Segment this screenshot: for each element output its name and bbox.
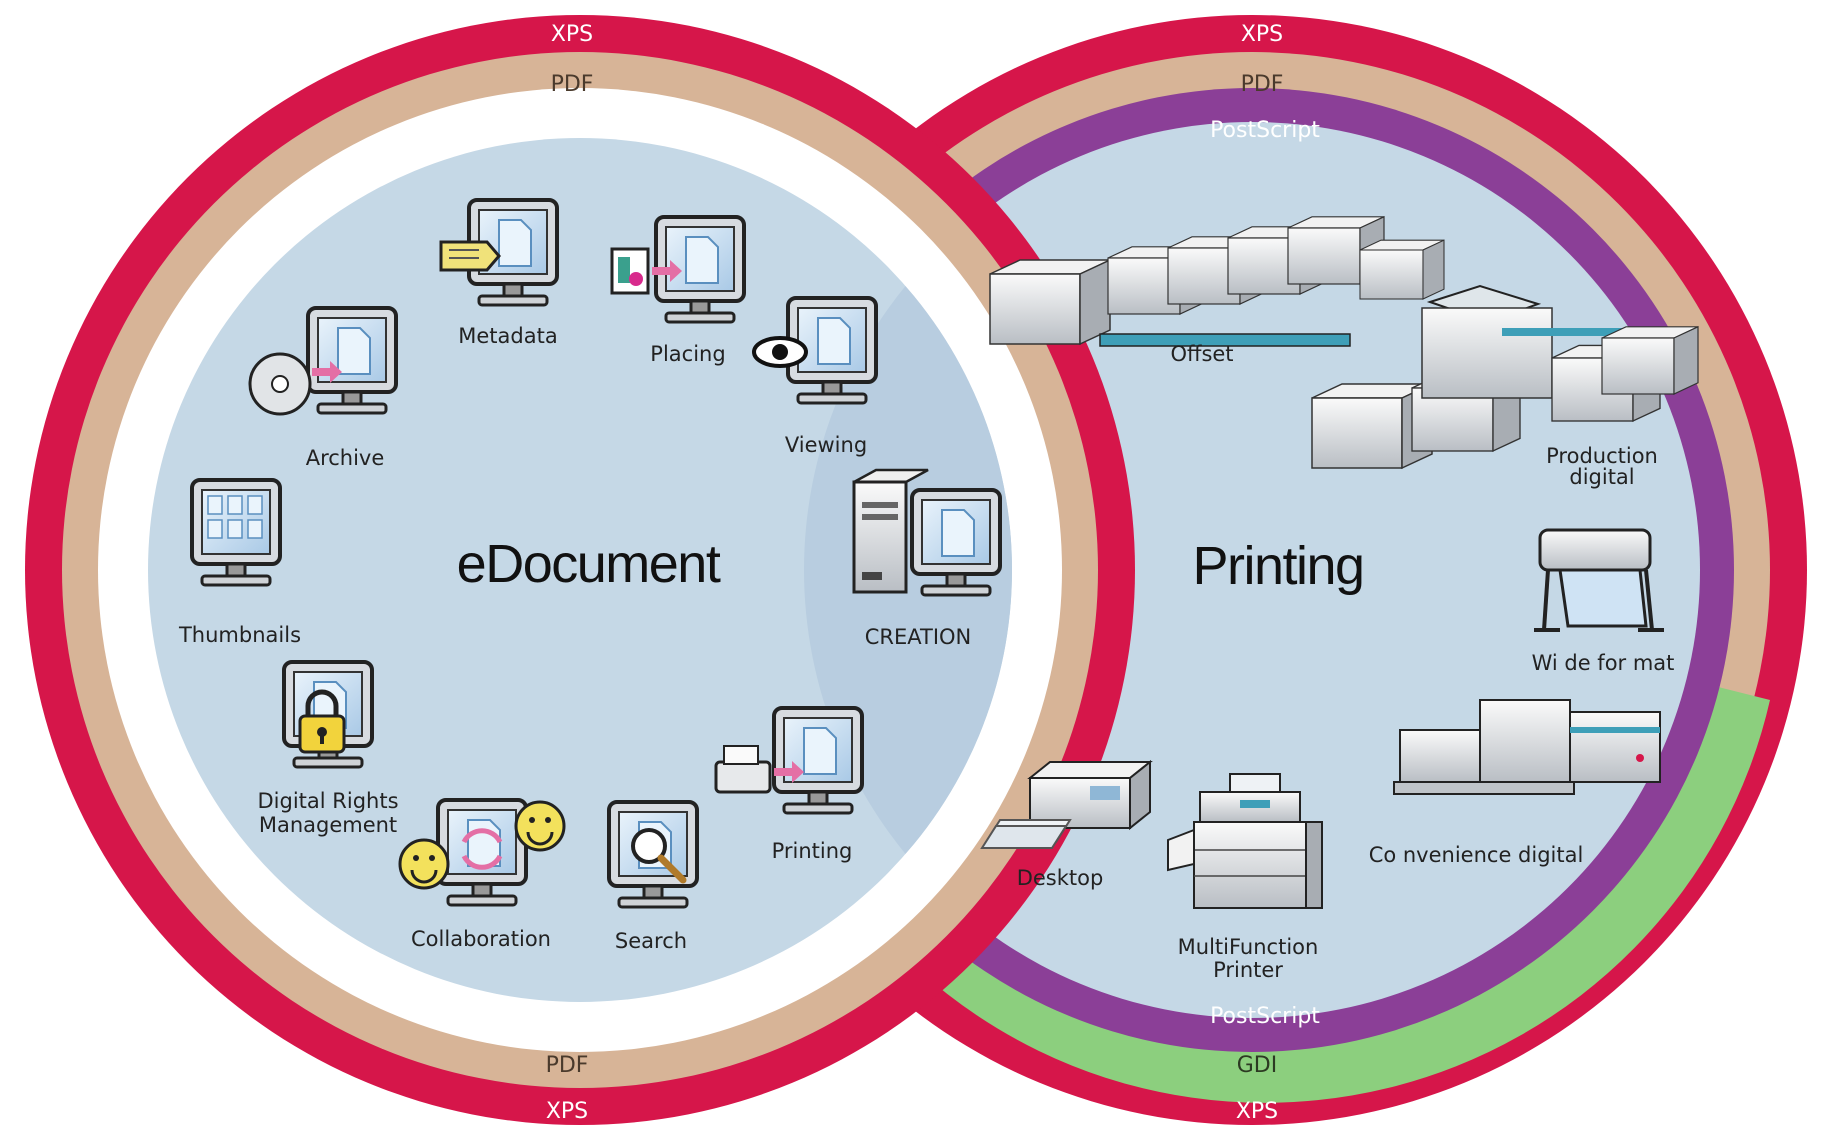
pdf-label-top-right: PDF — [1241, 72, 1284, 97]
production-label-line2: digital — [1569, 465, 1634, 489]
drm-label-line2: Management — [259, 813, 397, 837]
xps-label-top-right: XPS — [1241, 22, 1283, 47]
production-printer-icon — [1311, 307, 1699, 469]
padlock-monitor-icon — [282, 660, 374, 769]
edocument-title: eDocument — [457, 534, 721, 594]
postscript-label-top: PostScript — [1210, 118, 1320, 143]
drm-label-line1: Digital Rights — [257, 789, 398, 813]
offset-label: Offset — [1170, 342, 1233, 366]
printing-item-label: Printing — [772, 839, 853, 863]
postscript-label-bottom: PostScript — [1210, 1004, 1320, 1029]
workstation-icon — [852, 468, 1002, 597]
thumbnails-monitor-icon — [190, 478, 282, 587]
xps-label-top-left: XPS — [551, 22, 593, 47]
tag-monitor-icon — [439, 198, 559, 307]
metadata-label: Metadata — [458, 324, 557, 348]
desktop-label: Desktop — [1017, 866, 1104, 890]
placing-label: Placing — [650, 342, 725, 366]
search-label: Search — [615, 929, 687, 953]
convenience-label: Co nvenience digital — [1369, 843, 1584, 867]
pdf-label-bottom-left: PDF — [546, 1053, 589, 1078]
pdf-label-top-left: PDF — [551, 72, 594, 97]
cd-to-monitor-icon — [248, 306, 398, 416]
smiley-exchange-icon — [398, 798, 566, 907]
printer-monitor-icon — [714, 706, 864, 815]
wide-format-label: Wi de for mat — [1532, 651, 1675, 675]
convenience-copier-icon — [1393, 699, 1661, 795]
eye-monitor-icon — [752, 296, 878, 405]
mfp-label-line2: Printer — [1213, 958, 1283, 982]
gdi-label: GDI — [1237, 1053, 1277, 1078]
mfp-label-line1: MultiFunction — [1178, 935, 1319, 959]
production-label-line1: Production — [1546, 444, 1658, 468]
xps-label-bottom-right: XPS — [1236, 1099, 1278, 1124]
desktop-printer-icon — [980, 759, 1153, 849]
printing-title: Printing — [1192, 536, 1363, 596]
creation-label: CREATION — [865, 625, 972, 649]
xps-label-bottom-left: XPS — [546, 1099, 588, 1124]
archive-label: Archive — [306, 446, 385, 470]
plotter-icon — [1534, 528, 1664, 632]
multifunction-printer-icon — [1167, 773, 1323, 909]
magnifier-monitor-icon — [607, 800, 699, 909]
image-to-monitor-icon — [610, 215, 746, 324]
viewing-label: Viewing — [785, 433, 867, 457]
thumbnails-label: Thumbnails — [178, 623, 301, 647]
collaboration-label: Collaboration — [411, 927, 551, 951]
